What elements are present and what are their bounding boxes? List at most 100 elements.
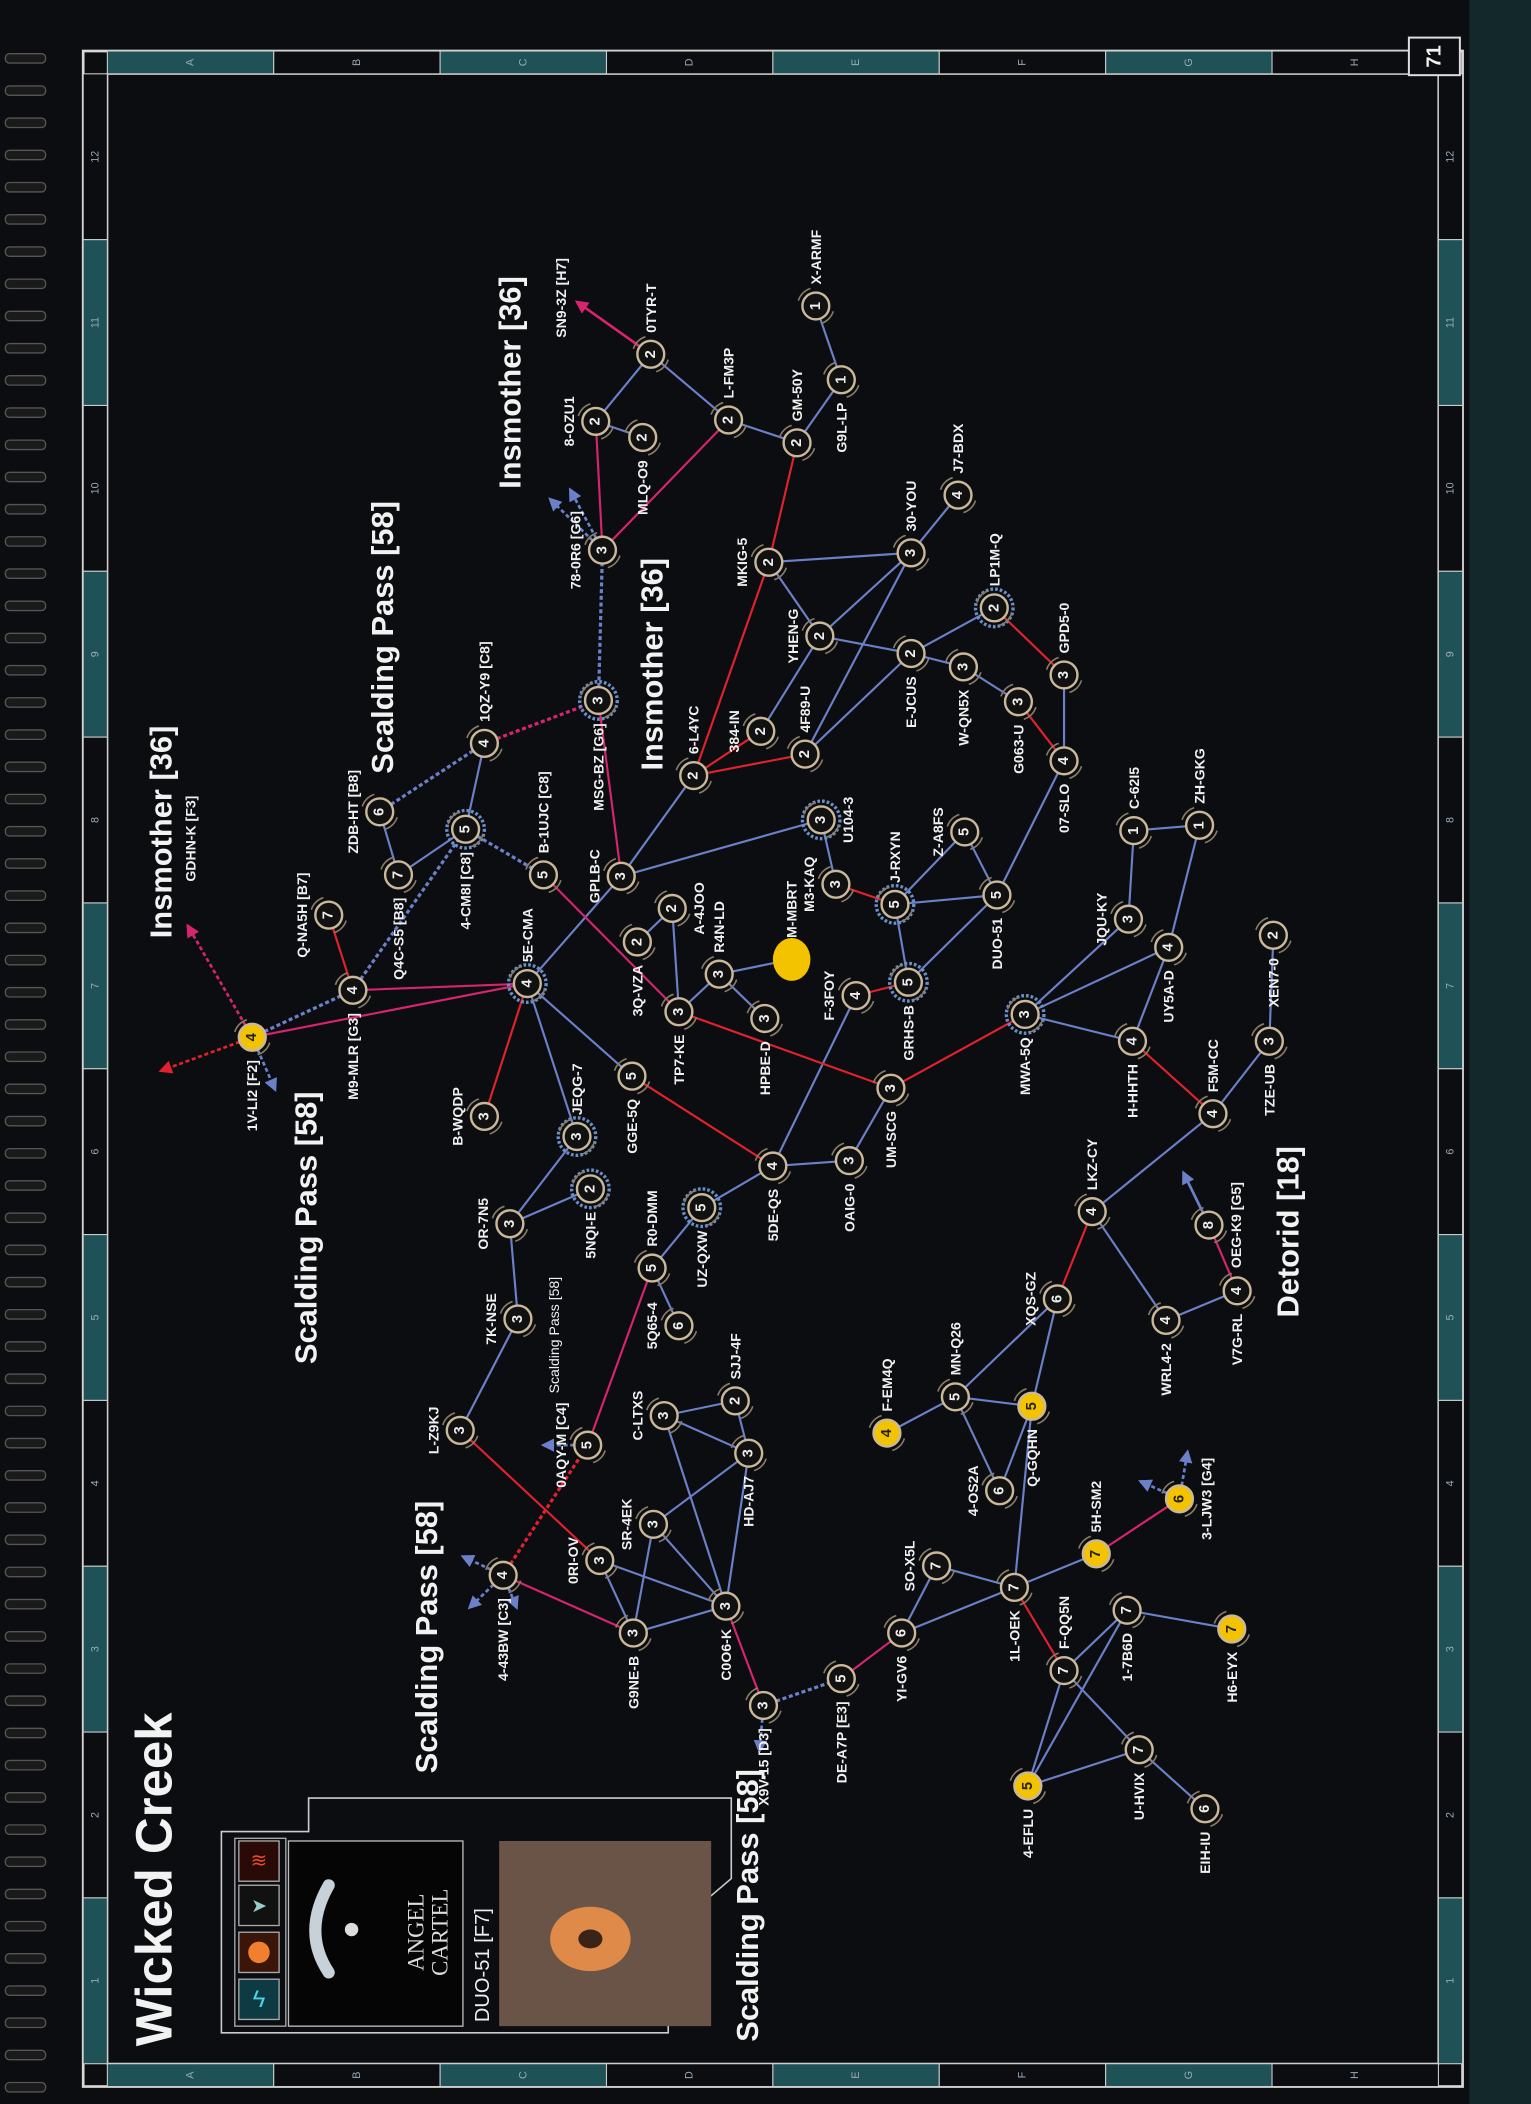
system-4-43bw[interactable]: 44-43BW [C3] — [484, 1557, 522, 1681]
system-j7-bdx[interactable]: 4J7-BDX — [939, 423, 977, 514]
system-f-3foy[interactable]: 4F-3FOY — [821, 970, 875, 1021]
system-4-os2a[interactable]: 64-OS2A — [965, 1465, 1018, 1516]
system-c-ltxs[interactable]: 3C-LTXS — [629, 1391, 683, 1441]
system-zh-gkg[interactable]: 1ZH-GKG — [1181, 748, 1218, 844]
system-h-hhth[interactable]: 4H-HHTH — [1114, 1023, 1151, 1118]
system-u-hvix[interactable]: 7U-HVIX — [1120, 1731, 1158, 1820]
system-m9-mlr[interactable]: 4M9-MLR [G3] — [334, 972, 372, 1100]
system-30-you[interactable]: 330-YOU — [892, 481, 930, 572]
system-or-7n5[interactable]: 3OR-7N5 — [475, 1198, 529, 1250]
system-w-qn5x[interactable]: 3W-QN5X — [945, 648, 982, 746]
system-78-0r6[interactable]: 378-0R6 [G6] — [568, 511, 621, 589]
system-q-gqhn[interactable]: 5Q-GQHN — [1013, 1388, 1051, 1487]
system-b-wqdp[interactable]: 3B-WQDP — [450, 1087, 503, 1146]
system-f-em4q[interactable]: 4F-EM4Q — [868, 1358, 906, 1452]
system-gm-50y[interactable]: 2GM-50Y — [778, 368, 816, 462]
system-hd-aj7[interactable]: 3HD-AJ7 — [730, 1434, 767, 1527]
system-yi-gv6[interactable]: 6YI-GV6 — [883, 1614, 920, 1702]
system-5e-cma[interactable]: 45E-CMA — [506, 908, 548, 1005]
system-mn-q26[interactable]: 5MN-Q26 — [937, 1322, 974, 1416]
system-l-z9kj[interactable]: 3L-Z9KJ — [425, 1407, 479, 1455]
system-m-mbrt[interactable]: M-MBRT — [772, 880, 811, 981]
system-l-fm3p[interactable]: 2L-FM3P — [710, 348, 747, 439]
system-7k-nse[interactable]: 37K-NSE — [483, 1293, 537, 1345]
system-de-a7p[interactable]: 5DE-A7P [E3] — [823, 1660, 860, 1783]
system-c-62i5[interactable]: 1C-62I5 — [1115, 767, 1153, 849]
system-4-eflu[interactable]: 54-EFLU — [1009, 1767, 1047, 1859]
grid-column-label: G — [1183, 2071, 1195, 2079]
system-r0-dmm[interactable]: 5R0-DMM — [633, 1190, 671, 1287]
system-sr-4ek[interactable]: 3SR-4EK — [619, 1498, 672, 1550]
system-h6-eyx[interactable]: 7H6-EYX — [1213, 1610, 1250, 1703]
system-8-ozu1[interactable]: 28-OZU1 — [561, 396, 614, 446]
system-z-a8fs[interactable]: 5Z-A8FS — [930, 807, 983, 857]
system-07-slo[interactable]: 407-SLO — [1045, 742, 1083, 833]
system-1-7b6d[interactable]: 71-7B6D — [1108, 1591, 1146, 1682]
system-m3-kaq[interactable]: 3M3-KAQ — [801, 856, 855, 912]
system-x-armf[interactable]: 1X-ARMF — [797, 229, 835, 325]
system-uz-qxw[interactable]: 5UZ-QXW — [681, 1187, 723, 1288]
system-5h-sm2[interactable]: 75H-SM2 — [1078, 1481, 1115, 1573]
system-b-1ujc[interactable]: 5B-1UJC [C8] — [525, 771, 562, 894]
system-so-x5l[interactable]: 7SO-X5L — [902, 1540, 955, 1591]
system-4-cm8i[interactable]: 54-CM8I [C8] — [445, 808, 487, 930]
system-1l-oek[interactable]: 71L-OEK — [996, 1569, 1033, 1662]
system-f-qq5n[interactable]: 7F-QQ5N — [1045, 1596, 1083, 1689]
system-j-rxyn[interactable]: 5J-RXYN — [874, 831, 916, 925]
system-q-na5h[interactable]: 7Q-NA5H [B7] — [294, 873, 347, 958]
gate-connection-gate — [804, 552, 913, 755]
system-6-l4yc[interactable]: 26-L4YC — [675, 706, 712, 794]
system-e-jcus[interactable]: 2E-JCUS — [892, 635, 930, 728]
system-1v-li2[interactable]: 41V-LI2 [F2] — [234, 1019, 271, 1131]
system-um-scg[interactable]: 3UM-SCG — [872, 1070, 910, 1168]
system-3q-vza[interactable]: 23Q-VZA — [619, 923, 656, 1017]
